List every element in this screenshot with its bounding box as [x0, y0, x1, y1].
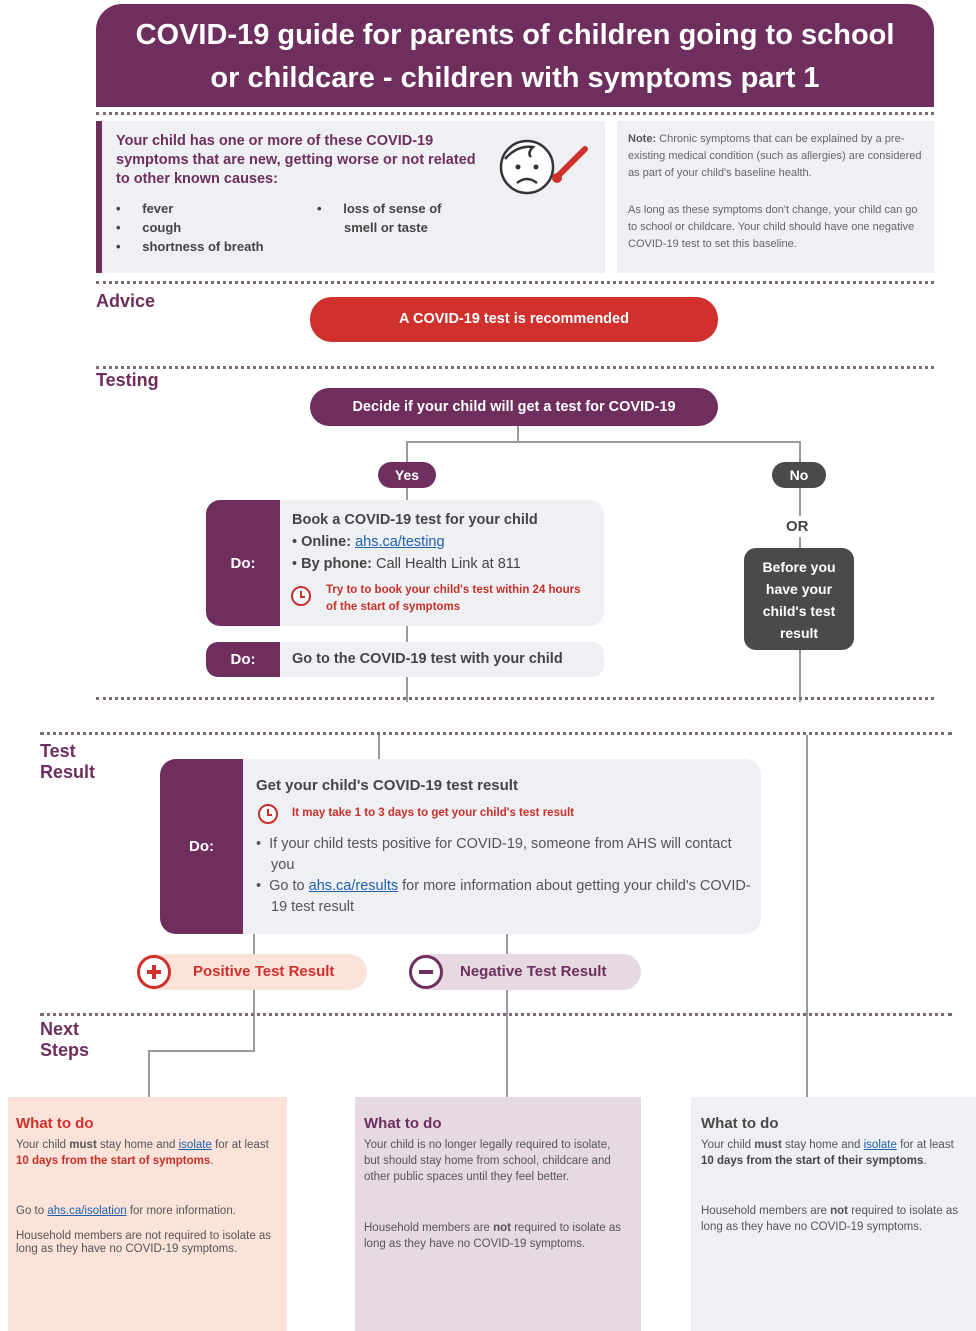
note-paragraph-2: As long as these symptoms don't change, … — [628, 204, 918, 250]
connector — [378, 735, 380, 759]
divider-test-result — [40, 732, 952, 735]
result-warning: It may take 1 to 3 days to get your chil… — [292, 807, 575, 819]
positive-paragraph-1: Your child must stay home and isolate fo… — [16, 1139, 269, 1167]
book-test-card: Do: Book a COVID-19 test for your child … — [206, 500, 604, 626]
section-label-testing: Testing — [96, 370, 159, 390]
connector — [799, 488, 801, 516]
symptom-item: • cough — [116, 220, 182, 235]
goto-test-body: Go to the COVID-19 test with your child — [280, 642, 604, 677]
sick-child-thermometer-icon — [499, 139, 588, 195]
decide-pill: Decide if your child will get a test for… — [310, 388, 718, 426]
symptoms-list-2: • loss of sense of smell or taste — [317, 199, 441, 237]
note-panel: Note: Chronic symptoms that can be expla… — [617, 121, 934, 273]
negative-result-pill: Negative Test Result — [409, 954, 641, 990]
negative-paragraph-1: Your child is no longer legally required… — [364, 1139, 611, 1183]
connector — [506, 934, 508, 956]
connector — [406, 677, 408, 702]
book-phone: • By phone: Call Health Link at 811 — [292, 556, 521, 572]
no-test-paragraph-1: Your child must stay home and isolate fo… — [701, 1139, 954, 1167]
or-label: OR — [786, 518, 809, 535]
goto-test-card: Do: Go to the COVID-19 test with your ch… — [206, 642, 604, 677]
test-result-title: Get your child's COVID-19 test result — [256, 777, 518, 794]
what-to-do-title: What to do — [364, 1115, 442, 1132]
symptoms-panel: Your child has one or more of these COVI… — [96, 121, 605, 273]
minus-circle-icon — [409, 955, 443, 989]
connector — [406, 626, 408, 642]
symptom-item: • fever — [116, 201, 174, 216]
divider-advice — [96, 281, 934, 284]
section-label-advice: Advice — [96, 291, 156, 311]
plus-circle-icon — [137, 955, 171, 989]
title-line-1: COVID-19 guide for parents of children g… — [135, 19, 895, 51]
connector — [506, 990, 508, 1097]
clock-icon — [258, 804, 278, 824]
yes-badge: Yes — [378, 462, 436, 488]
connector — [406, 488, 408, 502]
symptom-item: • shortness of breath — [116, 239, 264, 254]
do-label: Do: — [160, 759, 243, 934]
positive-paragraph-3: Household members are not required to is… — [16, 1230, 272, 1255]
testing-link[interactable]: ahs.ca/testing — [355, 534, 445, 550]
no-test-what-to-do-card: What to do Your child must stay home and… — [691, 1097, 976, 1331]
page-title: COVID-19 guide for parents of children g… — [96, 4, 934, 107]
what-to-do-title: What to do — [701, 1115, 779, 1132]
positive-what-to-do-card: What to do Your child must stay home and… — [8, 1097, 287, 1331]
before-result-box: Before you have your child's test result — [744, 548, 854, 650]
title-line-2: or childcare - children with symptoms pa… — [210, 62, 820, 94]
book-warning: Try to to book your child's test within … — [326, 584, 581, 613]
divider-top — [96, 112, 934, 115]
isolation-link[interactable]: ahs.ca/isolation — [47, 1205, 127, 1217]
book-online: • Online: ahs.ca/testing — [292, 534, 445, 550]
symptom-item-cont: smell or taste — [344, 220, 428, 235]
test-result-card: Do: Get your child's COVID-19 test resul… — [160, 759, 761, 934]
symptoms-list-1: • fever • cough • shortness of breath — [116, 199, 264, 256]
negative-what-to-do-card: What to do Your child is no longer legal… — [355, 1097, 641, 1331]
positive-result-label: Positive Test Result — [193, 963, 335, 980]
advice-pill: A COVID-19 test is recommended — [310, 297, 718, 342]
do-label: Do: — [206, 500, 280, 626]
positive-result-pill: Positive Test Result — [137, 954, 367, 990]
isolate-link[interactable]: isolate — [178, 1139, 212, 1151]
results-link[interactable]: ahs.ca/results — [308, 878, 399, 894]
connector — [799, 537, 801, 549]
connector — [148, 1050, 255, 1052]
positive-paragraph-2: Go to ahs.ca/isolation for more informat… — [16, 1205, 236, 1217]
result-bullet-1: • If your child tests positive for COVID… — [256, 836, 732, 873]
book-test-title: Book a COVID-19 test for your child — [292, 512, 538, 528]
note-paragraph-1: Note: Chronic symptoms that can be expla… — [628, 133, 922, 179]
what-to-do-title: What to do — [16, 1115, 94, 1132]
book-test-body: Book a COVID-19 test for your child • On… — [280, 500, 604, 626]
connector — [799, 441, 801, 463]
connector — [253, 934, 255, 956]
goto-test-text: Go to the COVID-19 test with your child — [292, 651, 563, 667]
connector — [406, 441, 408, 463]
clock-icon — [291, 586, 311, 606]
no-badge: No — [772, 462, 826, 488]
negative-result-label: Negative Test Result — [460, 963, 607, 980]
test-result-body: Get your child's COVID-19 test result It… — [243, 759, 761, 934]
connector — [806, 735, 808, 1097]
isolate-link[interactable]: isolate — [863, 1139, 897, 1151]
connector — [517, 426, 519, 442]
divider-testing-end — [96, 697, 934, 700]
connector — [148, 1050, 150, 1097]
divider-testing — [96, 366, 934, 369]
connector — [406, 441, 801, 443]
symptoms-intro: Your child has one or more of these COVI… — [116, 133, 476, 187]
result-bullet-2: • Go to ahs.ca/results for more informat… — [256, 878, 751, 915]
symptom-item: • loss of sense of — [317, 201, 442, 216]
do-label: Do: — [206, 642, 280, 677]
divider-next-steps — [40, 1013, 952, 1016]
connector — [253, 990, 255, 1052]
negative-paragraph-2: Household members are not required to is… — [364, 1222, 621, 1250]
connector — [799, 650, 801, 702]
no-test-paragraph-2: Household members are not required to is… — [701, 1205, 958, 1233]
